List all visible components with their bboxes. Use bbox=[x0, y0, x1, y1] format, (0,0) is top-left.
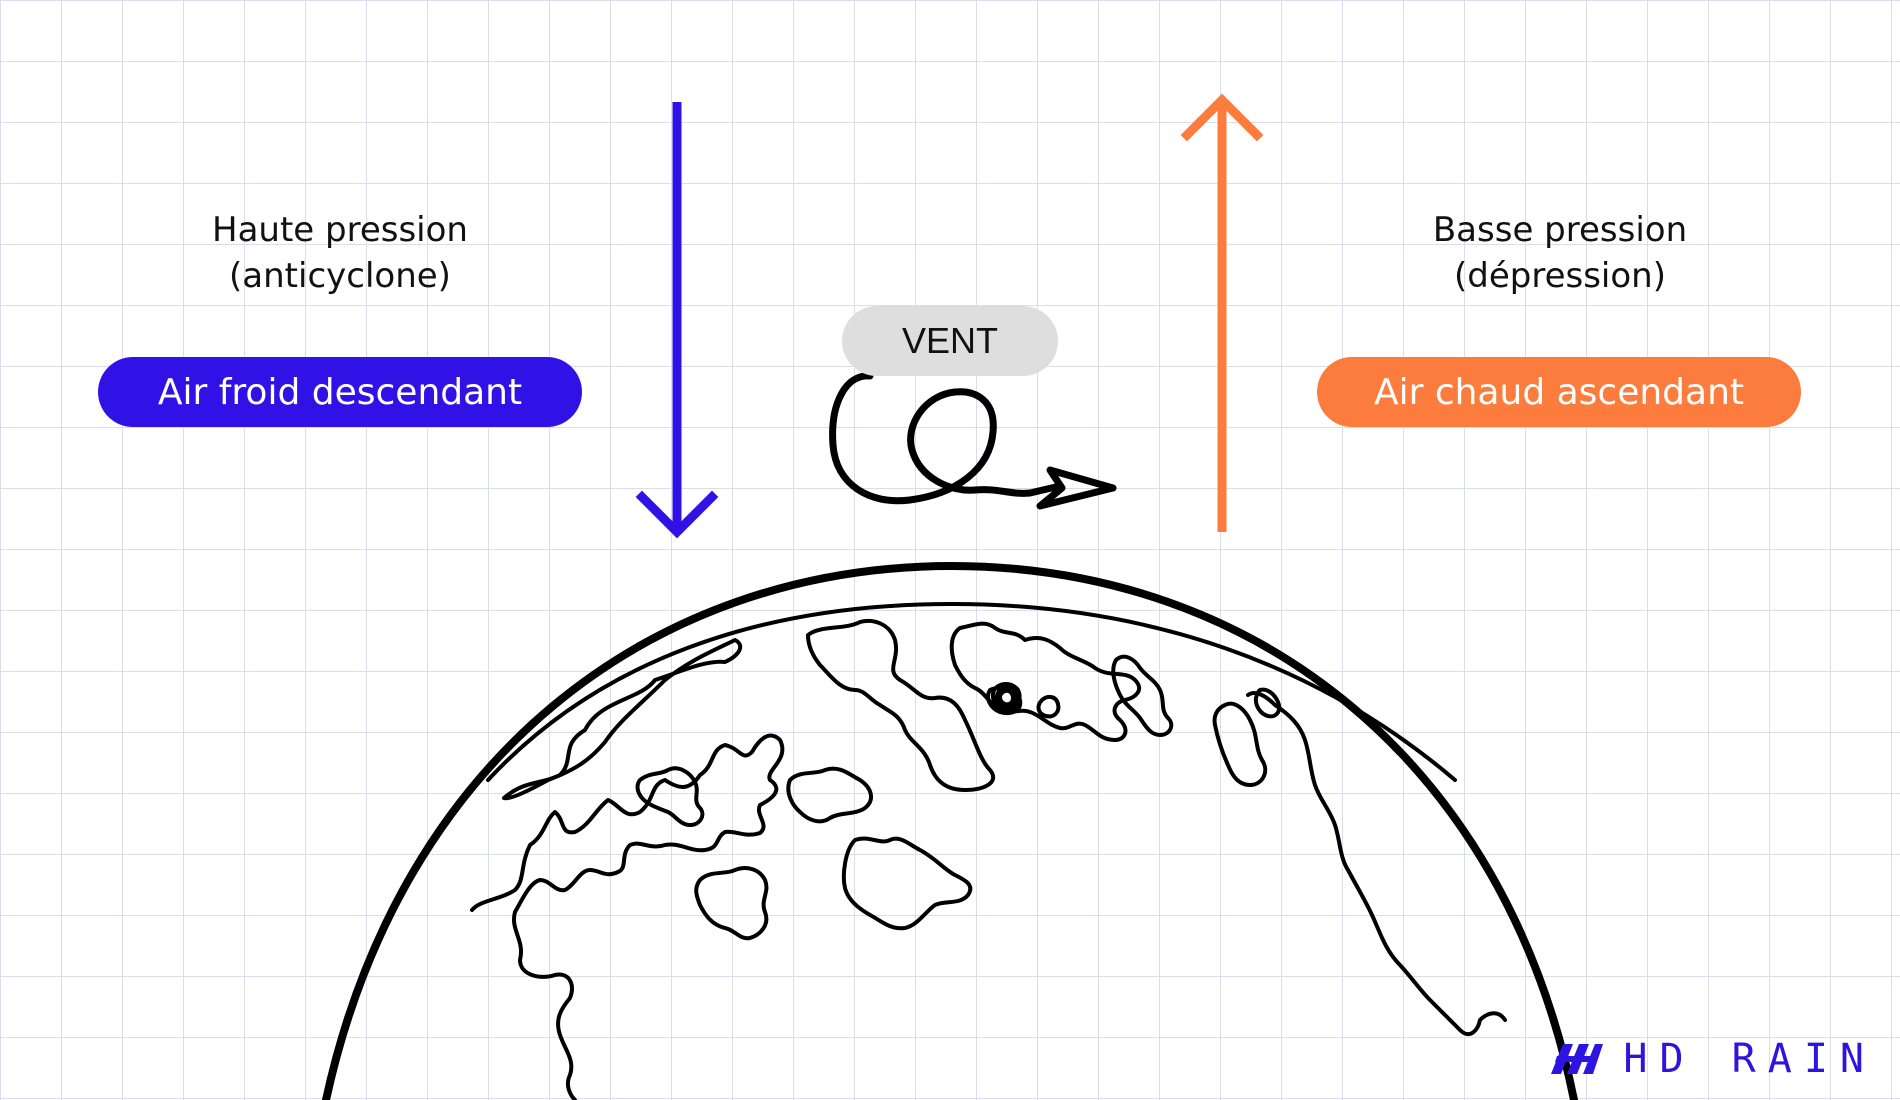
landmass-arctic-ring bbox=[998, 688, 1015, 707]
landmass-north-america-main bbox=[470, 733, 785, 1100]
hot-air-label: Air chaud ascendant bbox=[1317, 357, 1801, 427]
landmass-hudson bbox=[786, 766, 873, 824]
landmass-north-america bbox=[502, 638, 743, 801]
low-pressure-subtitle: (dépression) bbox=[1454, 256, 1666, 296]
cold-air-arrow bbox=[635, 102, 719, 539]
landmass-north-ring bbox=[1036, 694, 1061, 719]
wind-label: VENT bbox=[842, 306, 1058, 376]
landmass-greenland bbox=[806, 619, 996, 792]
high-pressure-title: Haute pression bbox=[212, 210, 468, 250]
landmass-arctic-islands bbox=[949, 621, 1142, 742]
hot-air-arrow bbox=[1180, 93, 1264, 532]
high-pressure-caption: Haute pression (anticyclone) bbox=[130, 207, 550, 299]
landmass-europe-edge bbox=[1111, 654, 1174, 737]
globe-outline bbox=[322, 562, 1578, 1100]
landmass-iceland bbox=[991, 682, 1022, 712]
landmass-scandinavia bbox=[1246, 691, 1507, 1037]
high-pressure-subtitle: (anticyclone) bbox=[229, 256, 451, 296]
hd-rain-logo-icon bbox=[1551, 1044, 1604, 1074]
brand-logo: HD RAIN bbox=[1551, 1036, 1876, 1082]
landmass-small-island bbox=[994, 684, 1019, 709]
landmass-canada-interior bbox=[694, 866, 769, 941]
landmass-baltic-edge bbox=[1212, 701, 1268, 787]
cold-air-label: Air froid descendant bbox=[98, 357, 582, 427]
globe bbox=[322, 562, 1578, 1100]
globe-inner-edge bbox=[486, 602, 1457, 782]
landmass-uk-edge bbox=[1253, 687, 1282, 719]
landmass-labrador bbox=[841, 836, 973, 931]
landmass-baffin bbox=[635, 766, 705, 827]
brand-name: HD RAIN bbox=[1623, 1036, 1876, 1082]
wind-swirl-arrow bbox=[829, 372, 1117, 510]
low-pressure-caption: Basse pression (dépression) bbox=[1350, 207, 1770, 299]
low-pressure-title: Basse pression bbox=[1432, 210, 1688, 250]
